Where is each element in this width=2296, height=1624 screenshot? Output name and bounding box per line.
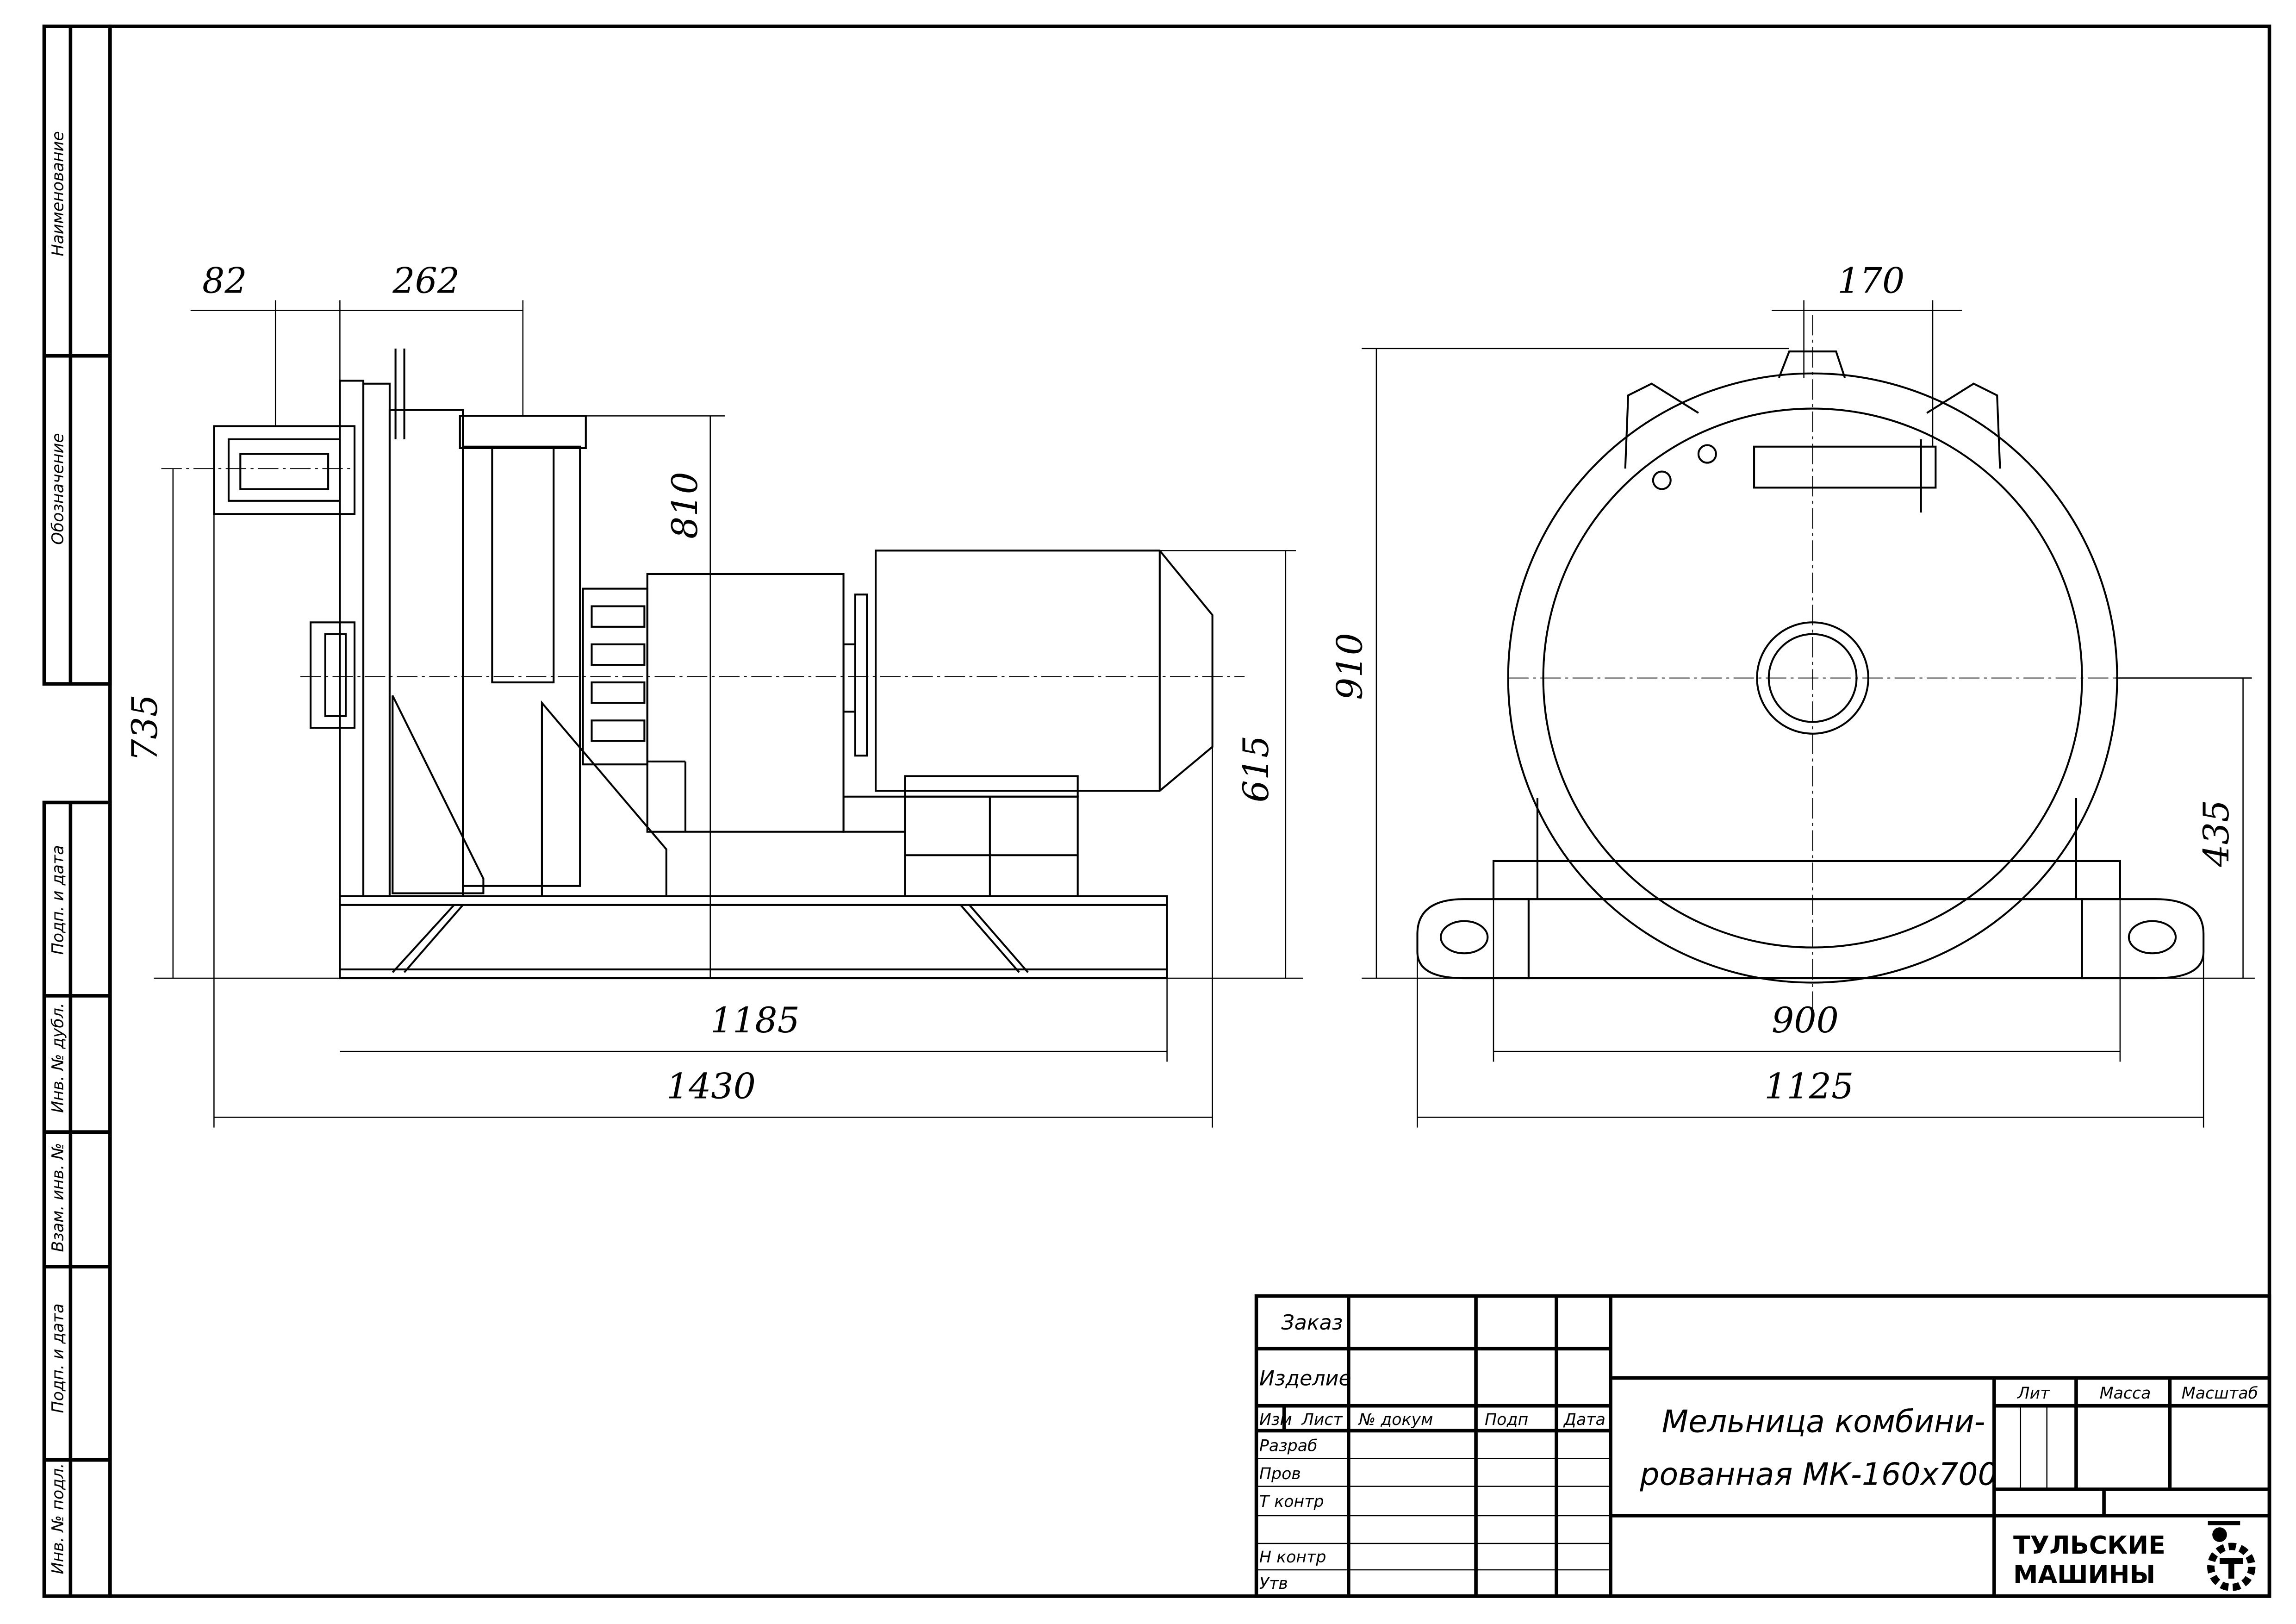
side-view <box>161 348 1245 980</box>
drawing-title-line2: рованная МК-160х700 <box>1639 1456 1997 1492</box>
company-logo: ТУЛЬСКИЕ МАШИНЫ <box>2013 1520 2256 1591</box>
dim-170: 170 <box>1837 261 1904 301</box>
mass-label: Масса <box>2100 1384 2151 1403</box>
dim-910: 910 <box>1329 633 1370 700</box>
header-sheet: Лист <box>1301 1411 1344 1429</box>
dim-82: 82 <box>202 261 247 301</box>
header-change: Изм <box>1259 1411 1292 1429</box>
margin-label-sign-date-1: Подп. и дата <box>49 845 68 955</box>
order-label: Заказ <box>1281 1311 1343 1335</box>
header-date: Дата <box>1563 1411 1605 1429</box>
front-view <box>1416 315 2205 1011</box>
company-name-line2: МАШИНЫ <box>2013 1560 2155 1589</box>
role-tech-control: Т контр <box>1259 1493 1324 1511</box>
left-margin-strip: Наименование Обозначение Подп. и дата Ин… <box>42 25 112 1598</box>
front-view-dimensions: 170 910 435 900 1125 <box>1329 261 2255 1128</box>
company-name-line1: ТУЛЬСКИЕ <box>2013 1530 2165 1560</box>
dim-900: 900 <box>1772 1000 1839 1041</box>
dim-435: 435 <box>2196 800 2237 868</box>
margin-label-repl-inv: Взам. инв. № <box>49 1143 68 1252</box>
header-doc-no: № докум <box>1358 1411 1433 1429</box>
role-checker: Пров <box>1259 1465 1301 1483</box>
margin-label-designation: Обозначение <box>49 433 68 544</box>
side-view-dimensions: 82 262 810 735 615 1185 1430 <box>124 261 1303 1128</box>
scale-label: Масштаб <box>2182 1384 2258 1403</box>
dim-615: 615 <box>1236 736 1276 803</box>
title-block: Заказ Изделие Изм Лист № докум Подп Дата… <box>1254 1294 2271 1598</box>
margin-label-orig-inv: Инв. № подл. <box>49 1463 68 1574</box>
role-developer: Разраб <box>1259 1437 1318 1455</box>
lit-label: Лит <box>2016 1384 2050 1403</box>
drawing-title-line1: Мельница комбини- <box>1662 1404 1985 1440</box>
dim-1125: 1125 <box>1764 1066 1854 1106</box>
dim-262: 262 <box>392 261 460 301</box>
header-signature: Подп <box>1485 1411 1528 1429</box>
gear-worker-emblem-icon <box>2207 1520 2256 1591</box>
dim-1185: 1185 <box>710 1000 800 1041</box>
margin-label-sign-date-2: Подп. и дата <box>49 1304 68 1413</box>
dim-810: 810 <box>665 472 705 539</box>
product-label: Изделие <box>1259 1367 1351 1390</box>
dim-735: 735 <box>124 694 165 762</box>
role-approver: Утв <box>1259 1574 1288 1593</box>
dim-1430: 1430 <box>666 1066 756 1106</box>
margin-label-dup-inv: Инв. № дубл. <box>49 1003 68 1113</box>
role-norm-control: Н контр <box>1259 1548 1326 1567</box>
margin-label-name: Наименование <box>49 131 68 256</box>
